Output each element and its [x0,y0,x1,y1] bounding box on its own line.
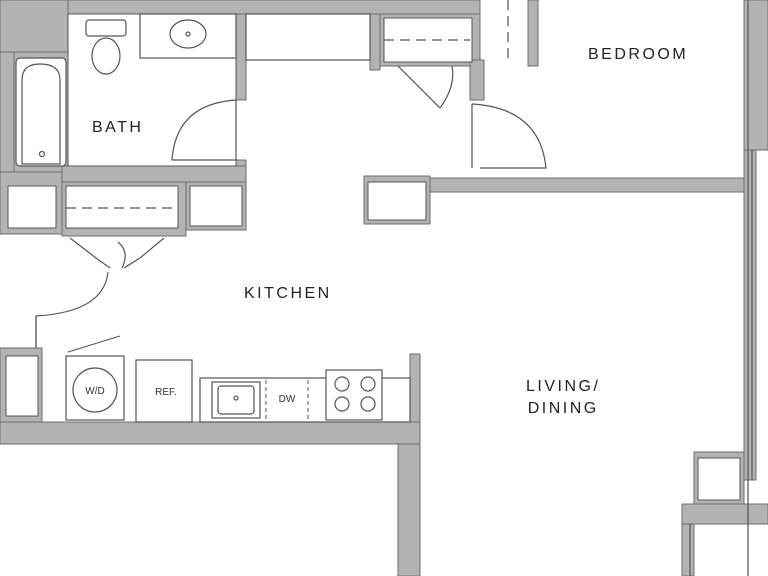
living-label-line1: LIVING/ [526,378,601,395]
shelf [367,181,427,221]
shelf [697,457,741,501]
bathtub-basin [21,63,61,165]
wall [469,59,485,101]
ledge [245,13,371,61]
toilet-tank [85,19,127,37]
burner-icon [360,376,376,392]
wall [0,421,421,445]
living-dining-label: LIVING/ DINING [526,376,600,420]
bifold-door [123,237,165,269]
burner-icon [334,396,350,412]
living-label-line2: DINING [527,400,599,417]
kitchen-label: KITCHEN [244,285,332,302]
kitchen-sink-drain [233,395,239,401]
wall [397,443,421,576]
refrigerator-label: REF. [155,387,177,398]
bifold-door-swing [117,241,126,269]
toilet-bowl [91,37,121,75]
bedroom-label: BEDROOM [588,46,689,63]
closet-interior [189,185,243,227]
closet-interior [65,185,179,229]
bedroom-closet-interior [383,17,473,63]
wall [743,149,757,481]
range [325,369,383,421]
wall [61,165,247,183]
wall [681,523,695,576]
wall [0,51,15,173]
closet-door [397,65,441,109]
washer-door [67,335,121,353]
sink-drain [185,31,191,37]
washer-dryer-label: W/D [85,386,104,397]
wall [527,0,539,67]
bath-label: BATH [92,119,144,136]
burner-icon [334,376,350,392]
wall [681,503,768,525]
wall [369,13,381,71]
refrigerator [135,359,193,423]
wall [0,0,69,53]
shelf [5,355,39,417]
wall [0,0,481,15]
bedroom-door-swing [471,103,547,169]
wall [429,177,747,193]
tub-drain [38,150,46,158]
bath-door-swing [171,99,237,161]
wall [409,353,421,423]
linen-shelf [7,185,57,229]
burner-icon [360,396,376,412]
washer-dryer-drum [72,367,118,413]
wall [235,13,247,101]
entry-door-swing [35,271,109,348]
bifold-door [69,237,111,269]
dishwasher-label: DW [279,394,296,405]
closet-door-swing [439,65,454,109]
